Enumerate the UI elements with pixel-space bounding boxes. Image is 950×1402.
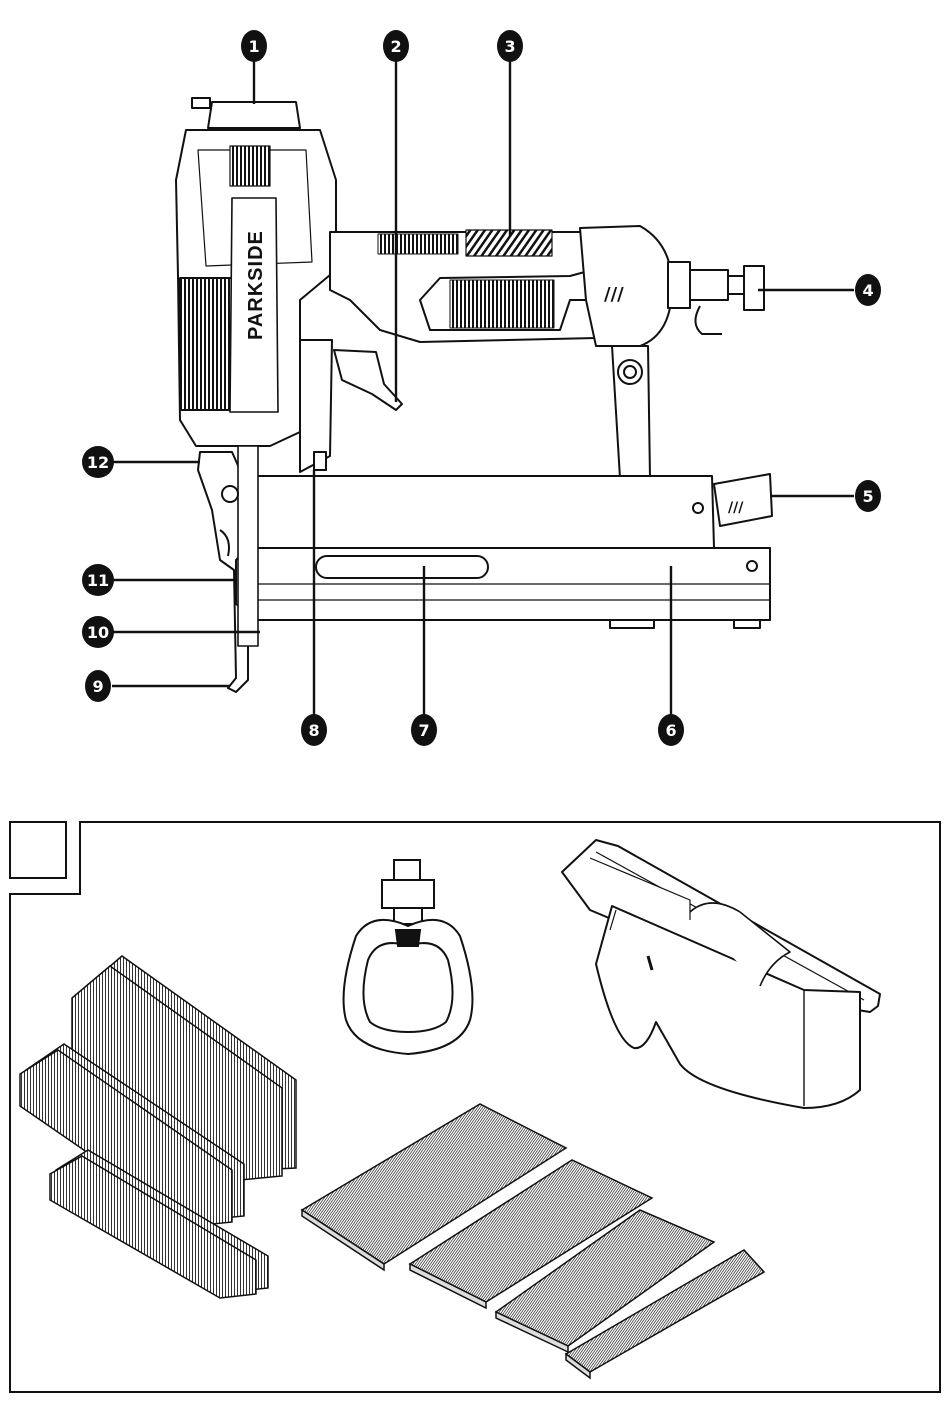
svg-text:4: 4 [862, 281, 873, 300]
svg-text:///: /// [728, 500, 744, 516]
callout-3: 3 [497, 30, 523, 62]
svg-text:12: 12 [87, 453, 109, 472]
svg-text:2: 2 [390, 37, 401, 56]
svg-text:3: 3 [504, 37, 515, 56]
callout-9: 9 [85, 670, 111, 702]
air-adapter [344, 860, 473, 1054]
svg-text:11: 11 [87, 571, 109, 590]
staple-stacks [20, 956, 296, 1298]
callout-6: 6 [658, 714, 684, 746]
nail-strips [302, 1104, 764, 1378]
callout-11: 11 [82, 564, 114, 596]
nailer-stapler: PARKSIDE /// /// [176, 98, 772, 692]
svg-text:8: 8 [308, 721, 319, 740]
safety-glasses [562, 840, 880, 1108]
callout-12: 12 [82, 446, 114, 478]
svg-text:10: 10 [87, 623, 109, 642]
callout-4: 4 [855, 274, 881, 306]
callout-7: 7 [411, 714, 437, 746]
svg-text:9: 9 [92, 677, 103, 696]
brand-label: PARKSIDE [245, 230, 267, 340]
svg-text:5: 5 [862, 487, 873, 506]
callout-10: 10 [82, 616, 114, 648]
svg-text:7: 7 [418, 721, 429, 740]
callout-2: 2 [383, 30, 409, 62]
svg-text:///: /// [604, 284, 624, 305]
callout-5: 5 [855, 480, 881, 512]
callout-8: 8 [301, 714, 327, 746]
svg-text:6: 6 [665, 721, 676, 740]
svg-text:1: 1 [248, 37, 259, 56]
callout-1: 1 [241, 30, 267, 62]
